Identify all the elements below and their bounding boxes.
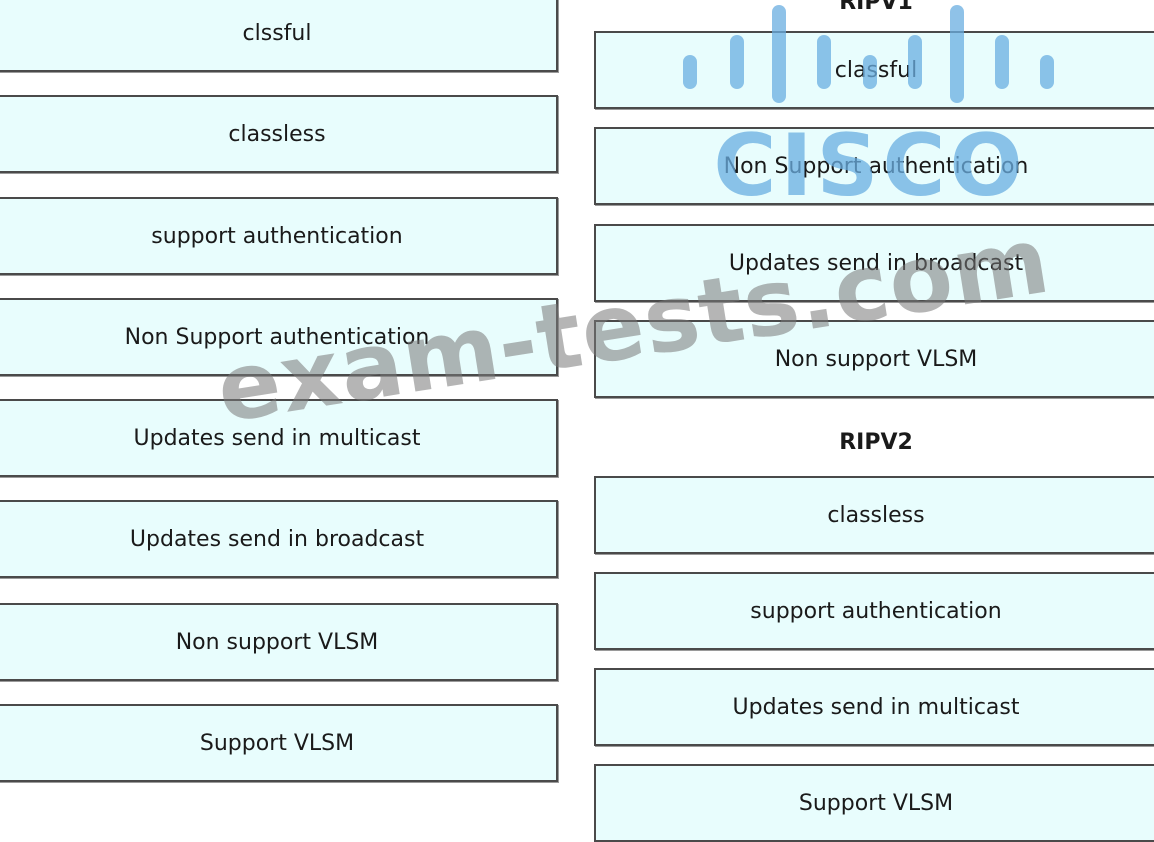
ripv2-heading: RIPV2 — [839, 430, 913, 455]
option-label: Updates send in broadcast — [129, 526, 425, 552]
option-label: Updates send in multicast — [133, 425, 421, 451]
ripv1-heading: RIPV1 — [839, 0, 913, 15]
ripv2-slot-1[interactable]: classless — [594, 476, 1154, 554]
slot-label: classful — [834, 57, 918, 83]
ripv1-slot-3[interactable]: Updates send in broadcast — [594, 224, 1154, 302]
ripv1-slot-1[interactable]: classful — [594, 31, 1154, 109]
ripv2-slot-4[interactable]: Support VLSM — [594, 764, 1154, 842]
option-support-authentication[interactable]: support authentication — [0, 197, 558, 275]
option-updates-broadcast[interactable]: Updates send in broadcast — [0, 500, 558, 578]
option-label: clssful — [242, 20, 312, 46]
option-classless[interactable]: classless — [0, 95, 558, 173]
option-label: classless — [228, 121, 326, 147]
slot-label: Updates send in multicast — [732, 694, 1020, 720]
option-label: Non Support authentication — [124, 324, 430, 350]
slot-label: Non support VLSM — [774, 346, 978, 372]
ripv1-slot-2[interactable]: Non Support authentication — [594, 127, 1154, 205]
slot-label: Support VLSM — [798, 790, 954, 816]
option-updates-multicast[interactable]: Updates send in multicast — [0, 399, 558, 477]
slot-label: support authentication — [750, 598, 1002, 624]
option-support-vlsm[interactable]: Support VLSM — [0, 704, 558, 782]
option-non-support-authentication[interactable]: Non Support authentication — [0, 298, 558, 376]
slot-label: Non Support authentication — [723, 153, 1029, 179]
ripv1-slot-4[interactable]: Non support VLSM — [594, 320, 1154, 398]
option-label: support authentication — [151, 223, 403, 249]
ripv2-slot-2[interactable]: support authentication — [594, 572, 1154, 650]
option-clssful[interactable]: clssful — [0, 0, 558, 72]
slot-label: classless — [827, 502, 925, 528]
slot-label: Updates send in broadcast — [728, 250, 1024, 276]
ripv2-slot-3[interactable]: Updates send in multicast — [594, 668, 1154, 746]
option-non-support-vlsm[interactable]: Non support VLSM — [0, 603, 558, 681]
option-label: Support VLSM — [199, 730, 355, 756]
option-label: Non support VLSM — [175, 629, 379, 655]
